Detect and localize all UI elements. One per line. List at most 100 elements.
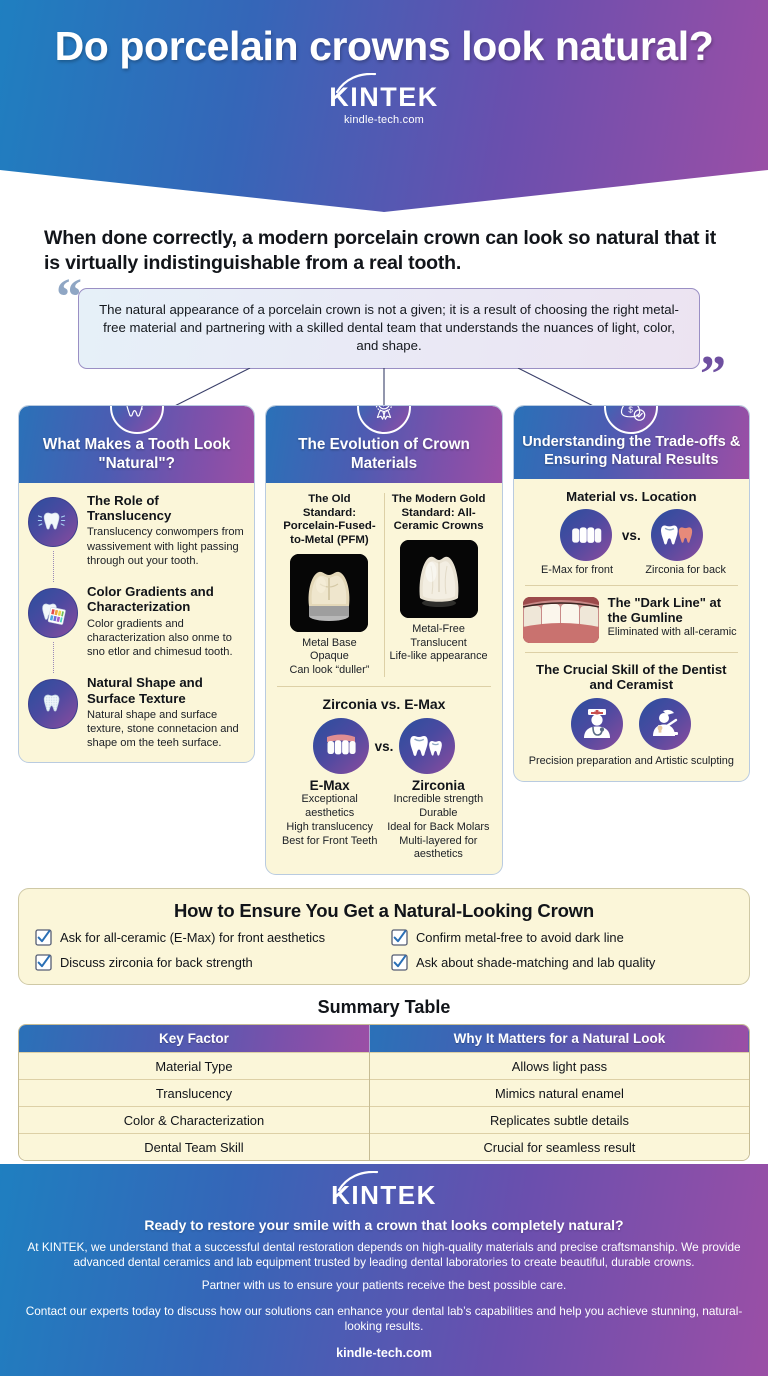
table-cell-factor: Dental Team Skill (19, 1133, 370, 1161)
brand-url: kindle-tech.com (343, 113, 425, 126)
gumline-photo (522, 597, 599, 644)
swoosh-icon (338, 1171, 379, 1191)
card-tradeoffs-natural-results: $ Understanding the Trade-offs & Ensurin… (512, 405, 750, 782)
materials-comparison: The Old Standard: Porcelain-Fused-to-Met… (275, 492, 493, 678)
all-ceramic-column: The Modern Gold Standard: All-Ceramic Cr… (385, 493, 493, 678)
divider (277, 686, 491, 688)
page-header: Do porcelain crowns look natural? KINTEK… (0, 0, 768, 212)
ceramist-icon (639, 698, 692, 751)
skill-caption: Precision preparation and Artistic sculp… (528, 755, 734, 768)
all-ceramic-crown-photo (399, 539, 478, 618)
checkbox-icon[interactable] (391, 954, 408, 971)
card-3-body: Material vs. Location vs. (514, 479, 749, 781)
molar-teeth-icon (399, 718, 456, 775)
pfm-title: The Old Standard: Porcelain-Fused-to-Met… (283, 492, 376, 546)
material-location-labels: E-Max for front Zirconia for back (523, 564, 740, 576)
zirconia-vs-emax-title: Zirconia vs. E-Max (322, 696, 446, 713)
zirconia-point: Multi-layered for aesthetics (399, 834, 478, 861)
checkbox-icon[interactable] (35, 954, 52, 971)
card-what-makes-tooth-natural: What Makes a Tooth Look "Natural"? The R… (18, 405, 256, 764)
table-cell-factor: Translucency (19, 1079, 370, 1107)
tooth-shade-guide-icon (28, 588, 78, 639)
summary-table-wrap: Key Factor Why It Matters for a Natural … (18, 1024, 750, 1162)
summary-table-title: Summary Table (317, 997, 451, 1018)
all-ceramic-point: Life-like appearance (389, 650, 488, 663)
emax-column: E-Max Exceptional aesthetics High transl… (275, 778, 384, 862)
table-header-why-matters: Why It Matters for a Natural Look (369, 1025, 749, 1053)
feature-title: Natural Shape and Surface Texture (87, 675, 203, 706)
quote-section: “ The natural appearance of a porcelain … (56, 271, 726, 401)
dentist-icon (571, 698, 624, 751)
checklist-label: Confirm metal-free to avoid dark line (416, 930, 624, 946)
tooth-texture-icon (28, 679, 78, 730)
molar-teeth-icon (650, 509, 703, 562)
checklist-grid: Ask for all-ceramic (E-Max) for front ae… (35, 929, 733, 971)
material-location-icons: vs. (523, 509, 740, 562)
zirconia-vs-emax-icons: vs. (275, 718, 492, 775)
feature-text: Color Gradients and Characterization Col… (87, 584, 245, 659)
page-title: Do porcelain crowns look natural? (54, 23, 714, 69)
zirconia-name: Zirconia (411, 778, 465, 794)
table-row: Dental Team Skill Crucial for seamless r… (19, 1133, 749, 1161)
checklist-item[interactable]: Ask about shade-matching and lab quality (391, 954, 733, 971)
all-ceramic-point: Metal-Free (412, 622, 465, 635)
feature-item: Color Gradients and Characterization Col… (28, 584, 245, 675)
checklist-item[interactable]: Discuss zirconia for back strength (35, 954, 377, 971)
tooth-shine-icon (28, 496, 78, 547)
feature-desc: Natural shape and surface texture, stone… (87, 708, 239, 750)
checklist-label: Ask about shade-matching and lab quality (416, 955, 656, 971)
checklist-item[interactable]: Ask for all-ceramic (E-Max) for front ae… (35, 929, 377, 946)
crucial-skill-title: The Crucial Skill of the Dentist and Cer… (536, 662, 727, 693)
footer-url: kindle-tech.com (336, 1345, 432, 1360)
divider (524, 585, 738, 587)
table-header-key-factor: Key Factor (19, 1025, 370, 1053)
checklist-section: How to Ensure You Get a Natural-Looking … (18, 888, 750, 986)
svg-text:$: $ (629, 405, 634, 414)
feature-title: Color Gradients and Characterization (87, 584, 214, 615)
zirconia-point: Ideal for Back Molars (387, 820, 490, 833)
feature-item: The Role of Translucency Translucency co… (28, 493, 245, 584)
dotted-connector (53, 550, 54, 583)
zirconia-back-label: Zirconia for back (645, 564, 726, 577)
card-1-body: The Role of Translucency Translucency co… (19, 483, 254, 763)
vs-label: vs. (374, 738, 394, 754)
table-row: Color & Characterization Replicates subt… (19, 1106, 749, 1134)
card-3-title: Understanding the Trade-offs & Ensuring … (513, 406, 749, 480)
emax-front-label: E-Max for front (540, 564, 613, 577)
feature-desc: Translucency conwompers from wassivement… (87, 526, 244, 567)
pfm-point: Metal Base (302, 636, 357, 649)
footer-paragraph-1b: Partner with us to ensure your patients … (201, 1277, 567, 1292)
dark-line-desc: Eliminated with all-ceramic (607, 626, 737, 639)
table-cell-reason: Mimics natural enamel (369, 1079, 749, 1107)
card-2-body: The Old Standard: Porcelain-Fused-to-Met… (266, 483, 501, 874)
header-brand: KINTEK kindle-tech.com (0, 72, 768, 126)
checkbox-icon[interactable] (391, 929, 408, 946)
intro-statement: When done correctly, a modern porcelain … (44, 227, 716, 274)
quote-text: The natural appearance of a porcelain cr… (78, 287, 700, 370)
checkbox-icon[interactable] (35, 929, 52, 946)
emax-point: Best for Front Teeth (281, 834, 378, 847)
table-cell-factor: Color & Characterization (19, 1106, 370, 1134)
footer-headline: Ready to restore your smile with a crown… (144, 1217, 624, 1233)
table-cell-reason: Crucial for seamless result (369, 1133, 749, 1161)
table-cell-reason: Allows light pass (369, 1052, 749, 1080)
zirconia-column: Zirconia Incredible strength Durable Ide… (384, 778, 493, 862)
zirconia-point: Incredible strength (393, 793, 484, 806)
quote-close-icon: ” (700, 346, 726, 404)
vs-label: vs. (621, 527, 641, 543)
brand-logo-text: KINTEK (329, 81, 439, 112)
checklist-item[interactable]: Confirm metal-free to avoid dark line (391, 929, 733, 946)
front-teeth-icon (312, 718, 369, 775)
page-footer: KINTEK Ready to restore your smile with … (0, 1164, 768, 1376)
dark-line-text: The "Dark Line" at the Gumline Eliminate… (608, 595, 740, 640)
feature-text: Natural Shape and Surface Texture Natura… (87, 675, 245, 750)
table-cell-reason: Replicates subtle details (369, 1106, 749, 1134)
zirconia-vs-emax-details: E-Max Exceptional aesthetics High transl… (275, 778, 492, 862)
divider (524, 652, 738, 654)
footer-paragraph-2: Contact our experts today to discuss how… (25, 1303, 743, 1334)
footer-logo: KINTEK (331, 1171, 437, 1211)
feature-text: The Role of Translucency Translucency co… (87, 493, 245, 568)
cards-row: What Makes a Tooth Look "Natural"? The R… (18, 405, 750, 876)
footer-paragraph-1: At KINTEK, we understand that a successf… (27, 1240, 741, 1270)
all-ceramic-title: The Modern Gold Standard: All-Ceramic Cr… (391, 492, 486, 533)
